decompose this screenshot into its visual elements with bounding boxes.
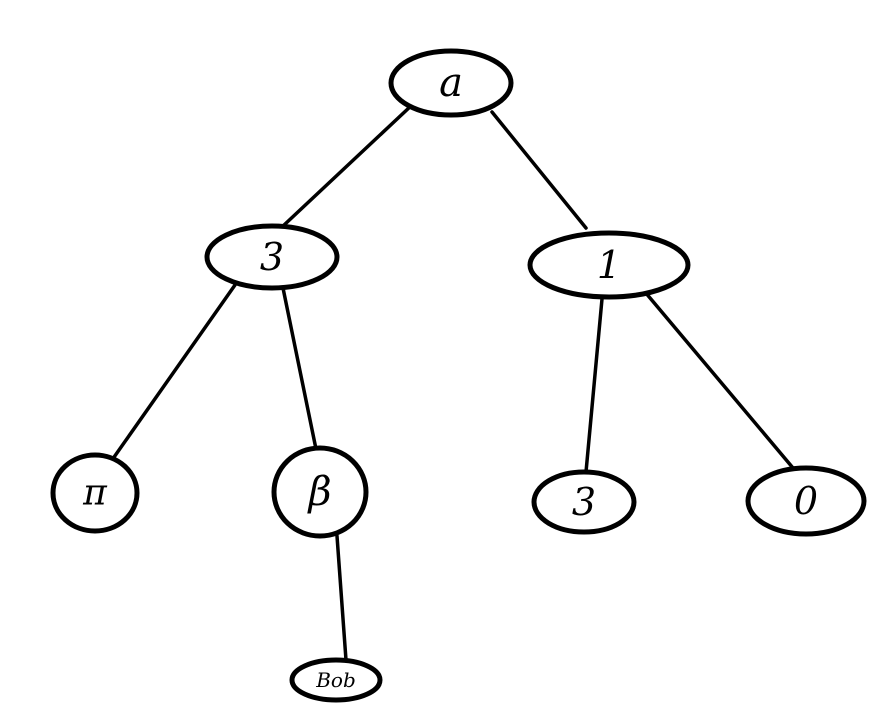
tree-edge-right-to-right-right [643, 290, 795, 470]
tree-node-ellipse [388, 48, 514, 118]
tree-node-left-right: β [271, 445, 369, 539]
tree-edge-left-to-left-right [281, 286, 318, 451]
tree-node-label: π [82, 473, 108, 514]
tree-node-label: 3 [260, 235, 284, 279]
tree-edge-left-to-left-left [110, 283, 237, 462]
tree-edges [110, 103, 795, 662]
tree-edge-left-right-to-left-right-child [335, 534, 348, 662]
tree-node-root: a [388, 48, 514, 118]
tree-node-right-left: 3 [531, 469, 637, 535]
tree-node-ellipse [271, 445, 369, 539]
tree-node-label: 1 [597, 243, 621, 287]
tree-edge-root-to-right [490, 110, 588, 230]
tree-node-ellipse [289, 657, 383, 703]
tree-node-right-right: 0 [745, 465, 867, 537]
tree-node-label: a [439, 60, 463, 106]
tree-node-left: 3 [204, 223, 340, 291]
tree-node-ellipse [531, 469, 637, 535]
tree-edge-root-to-left [281, 103, 414, 228]
tree-node-label: 3 [572, 480, 596, 524]
tree-node-label: Bob [315, 668, 356, 692]
tree-node-ellipse [745, 465, 867, 537]
tree-node-label: β [306, 469, 331, 515]
tree-node-ellipse [527, 230, 691, 300]
tree-node-left-right-child: Bob [289, 657, 383, 703]
tree-edge-right-to-right-left [584, 297, 604, 474]
tree-node-left-left: π [50, 452, 140, 534]
tree-node-label: 0 [794, 479, 818, 523]
tree-node-ellipse [204, 223, 340, 291]
tree-node-right: 1 [527, 230, 691, 300]
tree-node-ellipse [50, 452, 140, 534]
